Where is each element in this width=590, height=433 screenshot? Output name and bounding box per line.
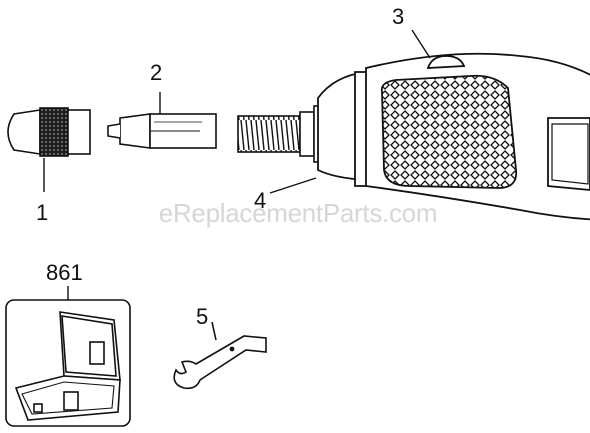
collet-nut-icon (7, 107, 91, 192)
callout-1: 1 (36, 200, 49, 225)
watermark-text: eReplacementParts.com (158, 198, 438, 228)
callout-3: 3 (392, 4, 405, 29)
callout-5: 5 (196, 304, 209, 329)
callout-4: 4 (254, 188, 267, 213)
collet-icon (107, 92, 217, 149)
leader-line-4 (269, 177, 317, 194)
carrying-case-icon (5, 286, 131, 427)
wrench-icon (173, 321, 267, 390)
threaded-shaft-icon (237, 105, 323, 163)
rotary-tool-body-icon (317, 29, 590, 221)
callout-2: 2 (150, 60, 163, 85)
callout-861: 861 (46, 260, 83, 285)
